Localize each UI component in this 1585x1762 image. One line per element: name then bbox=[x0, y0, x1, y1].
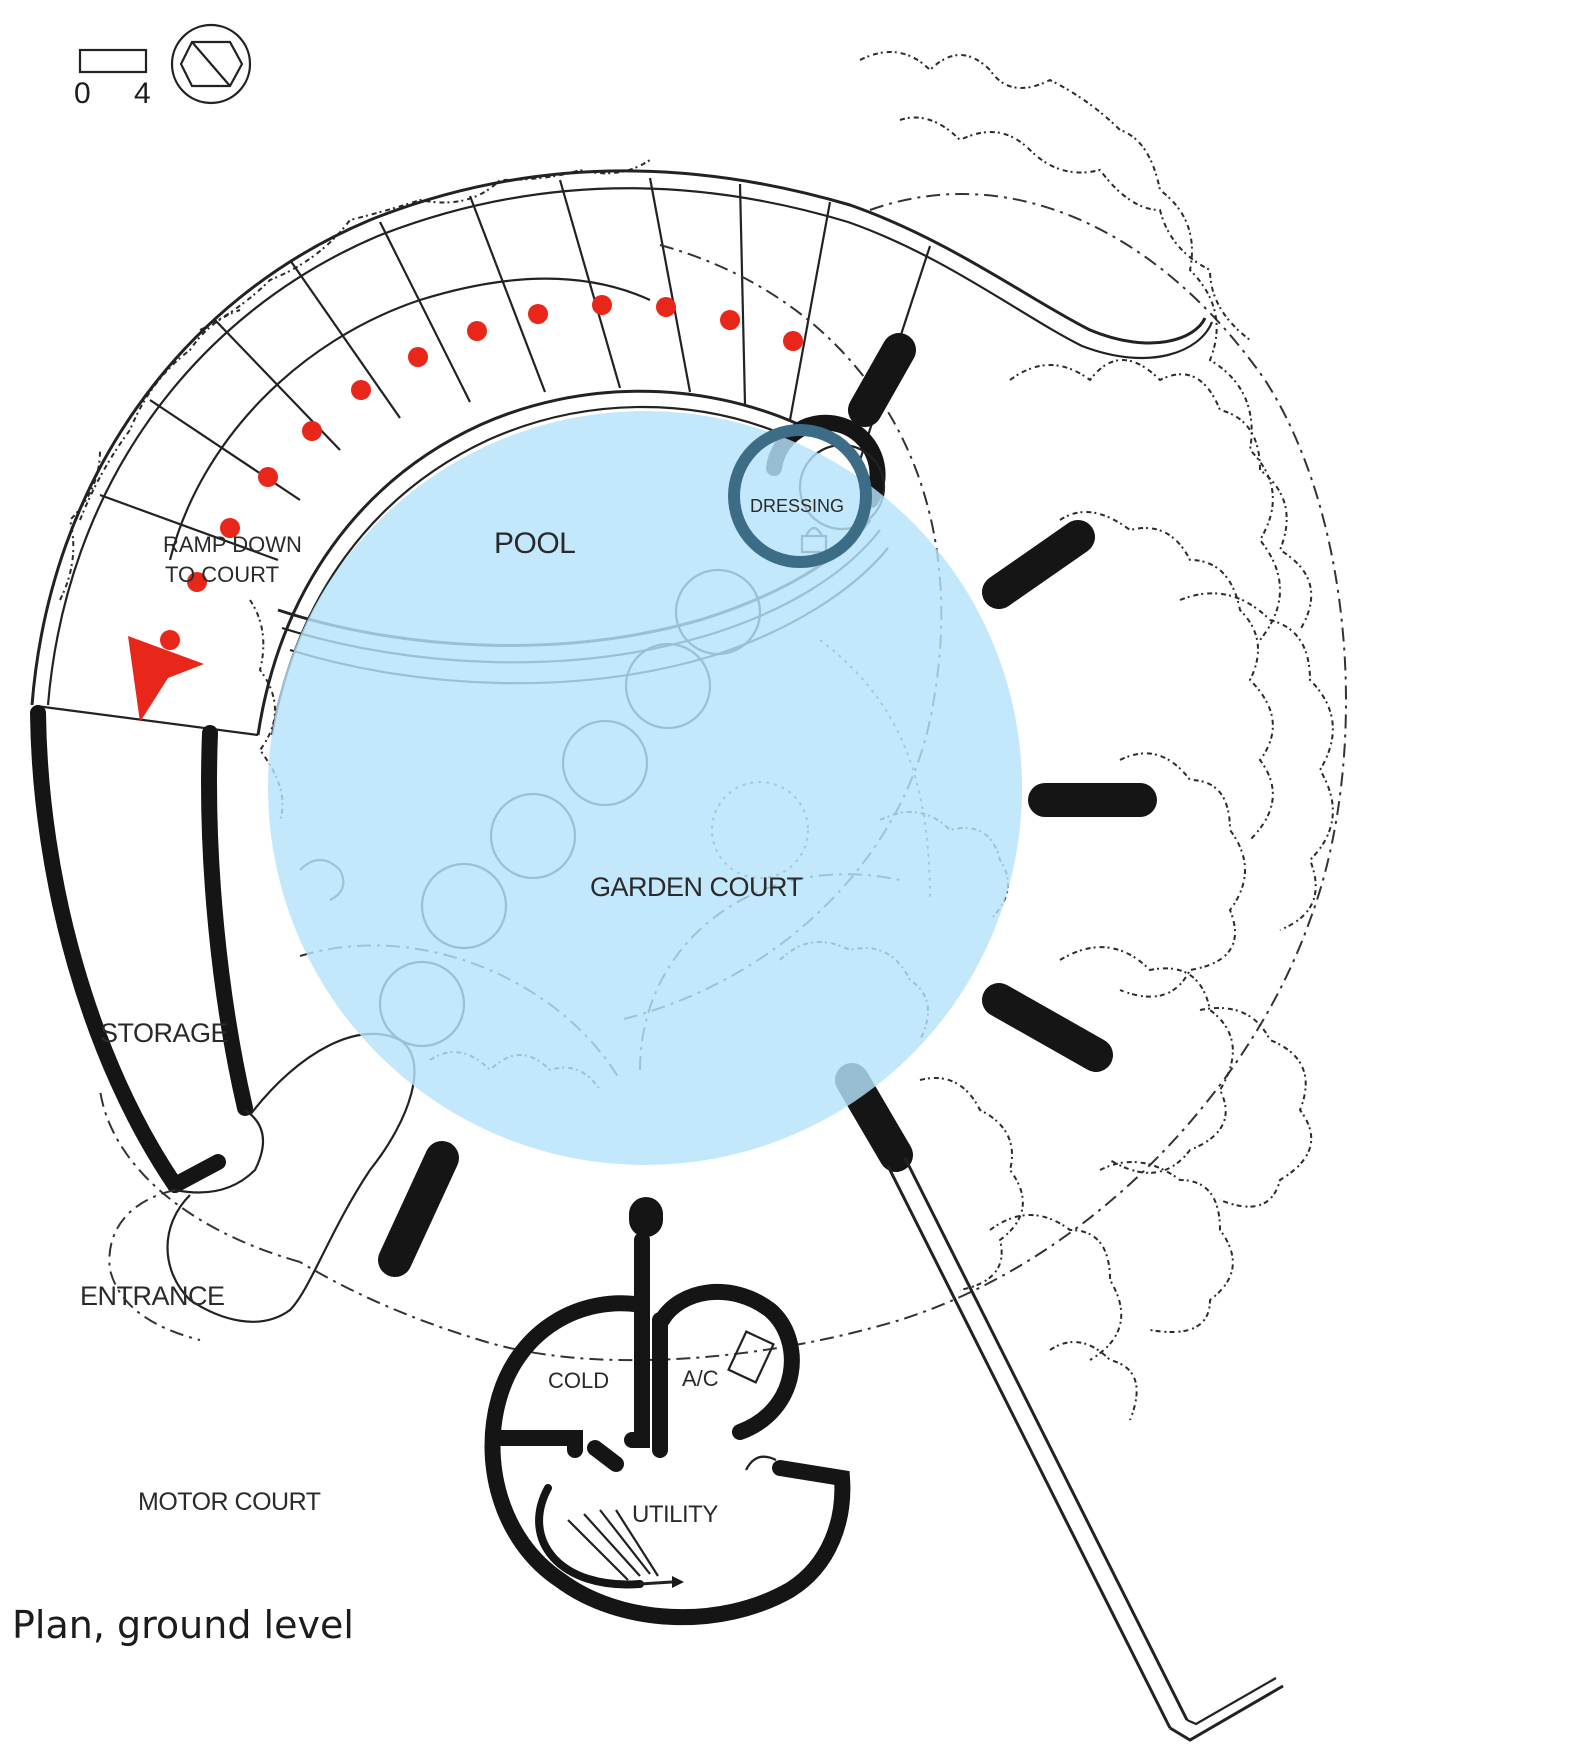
site-boundary bbox=[99, 192, 1347, 1362]
highlight-circle bbox=[268, 411, 1022, 1165]
route-dot bbox=[720, 310, 740, 330]
room-labels: RAMP DOWN TO COURT POOL DRESSING GARDEN … bbox=[80, 496, 844, 1528]
motor-court-label: MOTOR COURT bbox=[138, 1488, 321, 1516]
service-path bbox=[886, 1157, 1284, 1742]
route-dot bbox=[258, 467, 278, 487]
route-dot bbox=[467, 321, 487, 341]
route-dot bbox=[783, 331, 803, 351]
route-dot bbox=[592, 295, 612, 315]
ramp-label-line1: RAMP DOWN bbox=[163, 532, 302, 557]
route-dot bbox=[160, 630, 180, 650]
route-overlay bbox=[160, 295, 803, 650]
dressing-highlight-ring bbox=[728, 424, 872, 568]
dressing-label: DRESSING bbox=[750, 496, 844, 516]
plan-caption: Plan, ground level bbox=[12, 1603, 354, 1647]
garden-court-label: GARDEN COURT bbox=[590, 872, 803, 902]
scale-bar: 0 4 bbox=[74, 48, 151, 110]
route-dot bbox=[187, 572, 207, 592]
north-arrow-icon bbox=[170, 23, 252, 105]
route-arrowhead-icon bbox=[128, 636, 204, 722]
cold-label: COLD bbox=[548, 1368, 609, 1393]
storage-wing bbox=[30, 705, 265, 1194]
route-dot bbox=[656, 297, 676, 317]
ac-label: A/C bbox=[682, 1366, 719, 1391]
scale-end-label: 4 bbox=[134, 77, 151, 110]
entrance-label: ENTRANCE bbox=[80, 1281, 225, 1311]
route-dot bbox=[302, 421, 322, 441]
storage-label: STORAGE bbox=[100, 1018, 228, 1048]
route-dot bbox=[408, 347, 428, 367]
ramp-label-line2: TO COURT bbox=[165, 562, 279, 587]
utility-label: UTILITY bbox=[632, 1501, 718, 1528]
scale-start-label: 0 bbox=[74, 77, 91, 110]
structural-fins bbox=[378, 333, 1157, 1277]
utility-building bbox=[484, 1232, 851, 1626]
route-dot bbox=[220, 518, 240, 538]
pool-label: POOL bbox=[494, 527, 575, 560]
route-dot bbox=[351, 380, 371, 400]
route-dot bbox=[528, 304, 548, 324]
